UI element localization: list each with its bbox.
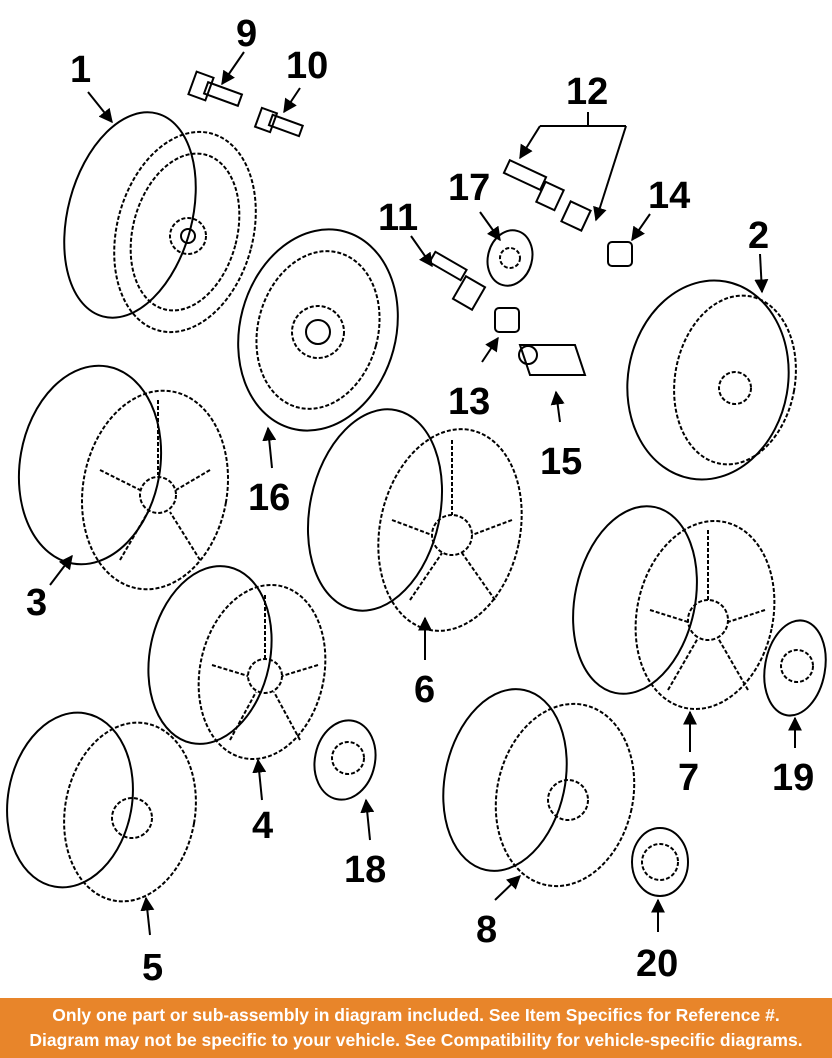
callout-8: 8 <box>476 909 497 951</box>
lug-nut-14 <box>607 241 633 267</box>
callout-13: 13 <box>448 381 490 423</box>
valve-stem-15 <box>518 344 587 376</box>
callout-17: 17 <box>448 167 490 209</box>
callout-19: 19 <box>772 757 814 799</box>
callout-9: 9 <box>236 13 257 55</box>
callout-1: 1 <box>70 49 91 91</box>
callout-4: 4 <box>252 805 273 847</box>
callout-6: 6 <box>414 669 435 711</box>
callout-7: 7 <box>678 757 699 799</box>
callout-16: 16 <box>248 477 290 519</box>
callout-18: 18 <box>344 849 386 891</box>
center-cap-19 <box>763 619 827 717</box>
alloy-wheel-6 <box>306 408 523 632</box>
alloy-wheel-7 <box>572 505 776 710</box>
disclaimer-line-1: Only one part or sub-assembly in diagram… <box>52 1005 780 1025</box>
lug-bolt-12 <box>502 158 592 232</box>
center-cap-20 <box>631 827 689 897</box>
center-cap-17 <box>486 229 534 287</box>
wheel-bolt-11 <box>428 250 487 312</box>
disclaimer-line-2: Diagram may not be specific to your vehi… <box>29 1030 803 1050</box>
steel-wheel-2 <box>626 279 797 481</box>
wheel-bolt-9 <box>187 70 244 108</box>
wheel-cover-16 <box>237 228 399 432</box>
callout-5: 5 <box>142 947 163 989</box>
wheel-parts-diagram: 1 2 3 4 5 6 7 8 9 10 11 12 13 14 15 16 1… <box>6 13 827 989</box>
alloy-wheel-4 <box>147 565 327 761</box>
steel-wheel-1 <box>63 111 257 334</box>
callout-3: 3 <box>26 582 47 624</box>
callout-20: 20 <box>636 943 678 985</box>
leader-lines <box>49 51 802 936</box>
wheel-bolt-10 <box>253 106 305 138</box>
lug-nut-13 <box>494 307 520 333</box>
callout-12: 12 <box>566 71 608 113</box>
callout-11: 11 <box>378 197 418 239</box>
callout-15: 15 <box>540 441 582 483</box>
disclaimer-banner: Only one part or sub-assembly in diagram… <box>0 998 832 1058</box>
center-cap-18 <box>313 719 377 801</box>
alloy-wheel-3 <box>17 364 230 591</box>
alloy-wheel-8 <box>442 688 636 888</box>
callout-10: 10 <box>286 45 328 87</box>
callout-14: 14 <box>648 175 690 217</box>
alloy-wheel-5 <box>6 711 197 903</box>
callout-2: 2 <box>748 215 769 257</box>
